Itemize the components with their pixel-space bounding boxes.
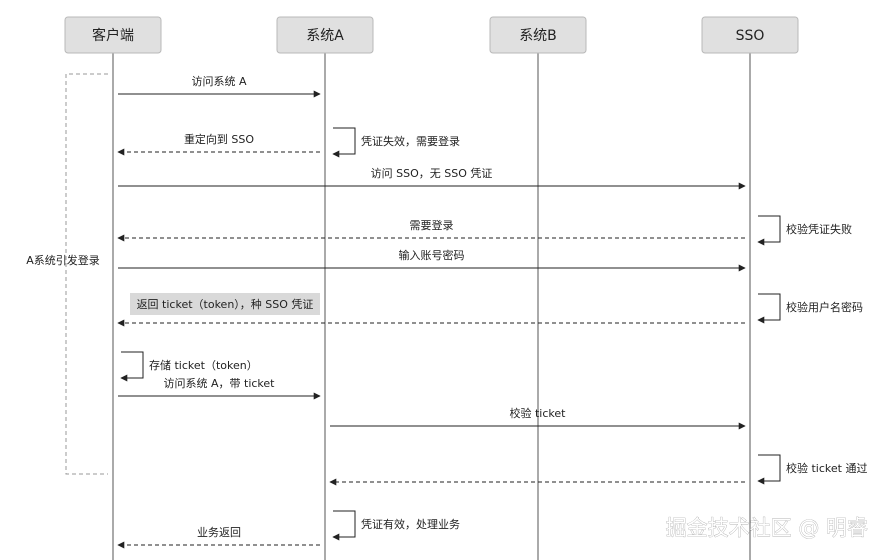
self-message-arrow xyxy=(757,454,781,485)
message-label-highlight xyxy=(130,293,320,315)
self-message-arrow xyxy=(757,293,781,324)
actor-label-system-a: 系统A xyxy=(306,28,344,44)
self-message-arrow xyxy=(332,510,356,541)
self-message-arrow xyxy=(332,127,356,158)
message-label: 返回 ticket（token），种 SSO 凭证 xyxy=(137,297,314,311)
message-label: 访问 SSO，无 SSO 凭证 xyxy=(371,166,493,180)
self-message-label: 校验凭证失败 xyxy=(786,222,852,236)
self-message-arrow xyxy=(120,351,144,382)
actor-label-sso: SSO xyxy=(736,28,765,44)
message-label: 需要登录 xyxy=(410,218,454,232)
message-label: 校验 ticket xyxy=(510,406,567,420)
actor-box-client xyxy=(64,16,162,54)
message-label: 重定向到 SSO xyxy=(184,132,254,146)
actor-box-system-a xyxy=(276,16,374,54)
actor-label-system-b: 系统B xyxy=(519,28,557,44)
watermark: 掘金技术社区 @ 明睿 xyxy=(666,516,868,540)
actor-box-sso xyxy=(701,16,799,54)
self-message-label: 凭证有效，处理业务 xyxy=(361,517,460,531)
group-frame xyxy=(65,73,108,475)
message-label: 业务返回 xyxy=(197,526,241,539)
self-message-label: 校验用户名密码 xyxy=(786,300,863,314)
self-message-arrow xyxy=(757,215,781,246)
actor-box-system-b xyxy=(489,16,587,54)
message-label: 输入账号密码 xyxy=(399,248,465,262)
self-message-label: 校验 ticket 通过 xyxy=(786,461,867,475)
message-label: 访问系统 A，带 ticket xyxy=(164,377,276,390)
actor-label-client: 客户端 xyxy=(92,27,134,44)
self-message-label: 存储 ticket（token） xyxy=(149,358,258,372)
self-message-label: 凭证失效，需要登录 xyxy=(361,134,460,148)
message-label: 访问系统 A xyxy=(191,75,246,88)
group-label: A系统引发登录 xyxy=(26,253,100,267)
